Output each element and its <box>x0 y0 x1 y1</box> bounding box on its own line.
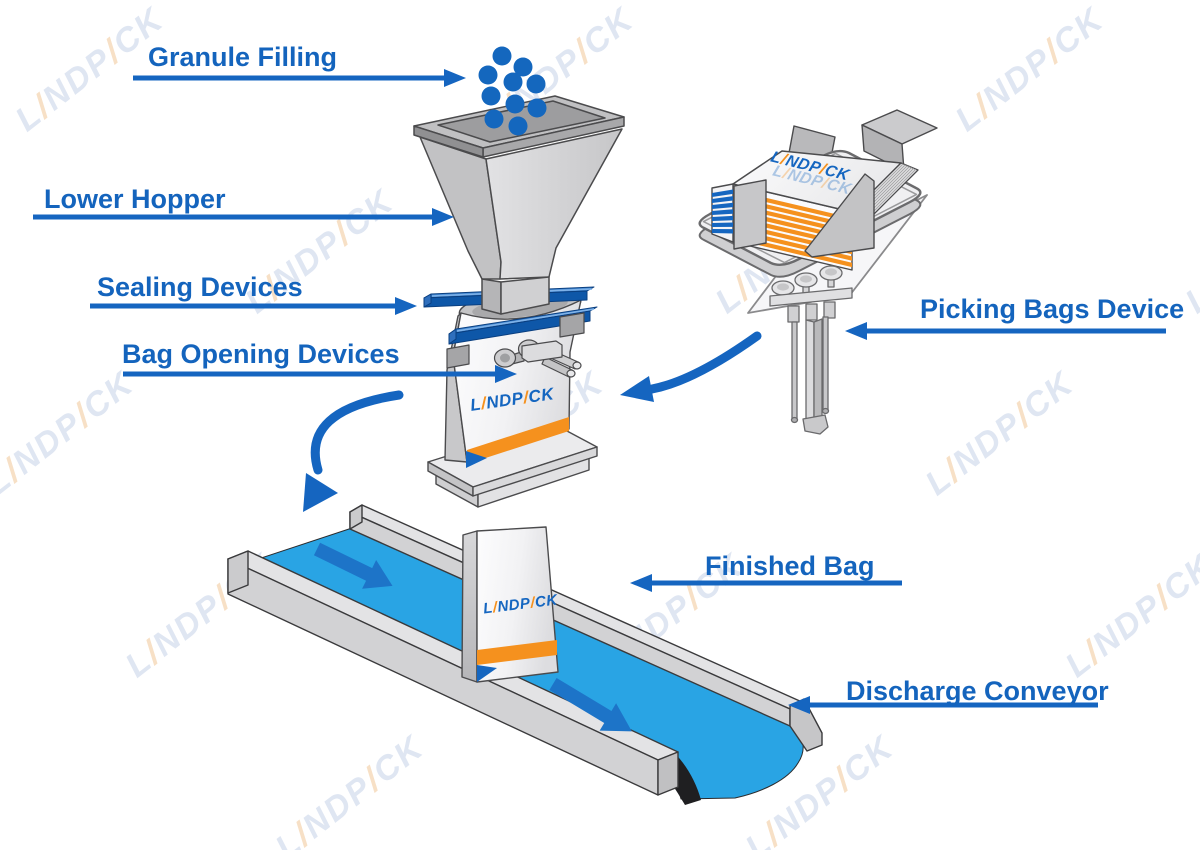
finished-bag <box>461 526 559 683</box>
lower-hopper <box>413 95 625 315</box>
discharge-conveyor <box>227 504 823 805</box>
suction-assembly <box>769 265 853 435</box>
label-discharge-conveyor: Discharge Conveyor <box>846 676 1109 706</box>
finished-bag-side <box>461 530 478 683</box>
bag-blue-corner <box>466 451 487 468</box>
finished-bag-corner <box>477 665 497 682</box>
conveyor-near-rail <box>227 550 679 796</box>
process-arrows <box>303 331 762 512</box>
bag-clip-right <box>559 312 585 338</box>
gripper-clamps <box>787 301 836 323</box>
curved-arrow-fill-to-belt <box>310 390 404 475</box>
label-lower-hopper: Lower Hopper <box>44 184 226 214</box>
stack-blue-edges <box>712 189 733 234</box>
bag-front-face <box>452 299 582 463</box>
bag-stack <box>711 150 919 271</box>
sealing-bar-front <box>448 306 598 345</box>
belt-direction-arrows <box>313 542 632 732</box>
filling-station <box>413 46 625 508</box>
label-picking-bags-device: Picking Bags Device <box>920 294 1185 324</box>
label-sealing-devices: Sealing Devices <box>97 272 303 302</box>
stack-divider-plate <box>733 179 767 250</box>
stack-wedge-plate <box>804 173 875 258</box>
bag-orange-stripe <box>467 417 569 464</box>
finished-bag-stripe <box>477 640 557 665</box>
label-arrows <box>33 69 1166 714</box>
granule-dots <box>478 46 547 136</box>
hopper-spout-right <box>500 276 550 315</box>
gripper-bar <box>769 287 853 307</box>
curved-arrow-pick-to-fill <box>647 331 762 394</box>
label-bag-opening-devices: Bag Opening Devices <box>122 339 400 369</box>
gripper-rods <box>790 316 830 435</box>
label-finished-bag: Finished Bag <box>705 551 875 581</box>
bag-opening-device <box>493 339 582 378</box>
picking-bags-device <box>698 109 938 435</box>
bag-clip-left <box>446 344 470 369</box>
hopper-spout-left <box>481 278 502 315</box>
label-granule-filling: Granule Filling <box>148 42 338 72</box>
